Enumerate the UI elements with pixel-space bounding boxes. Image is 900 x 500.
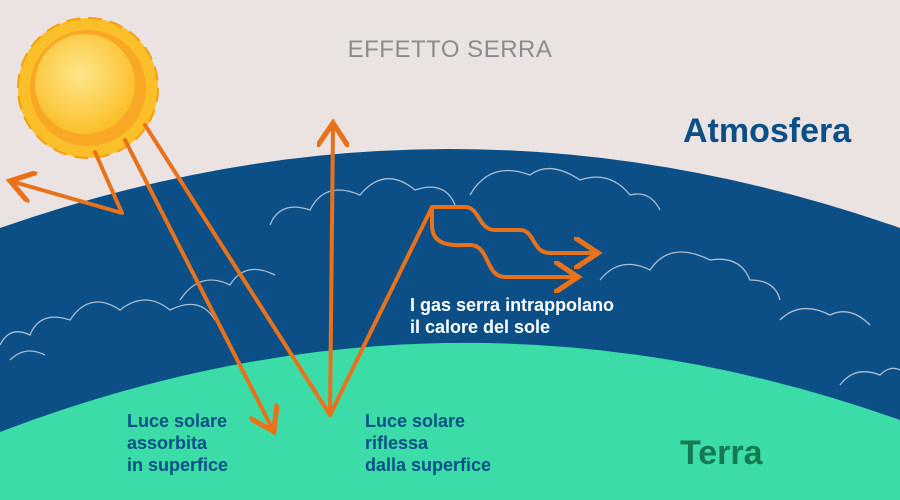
reflected-text-line: riflessa xyxy=(365,433,429,453)
trapped-heat-arrow-1 xyxy=(328,205,594,417)
reflected-atmosphere-arrow xyxy=(14,150,124,215)
absorbed-text: Luce solare assorbita in superfice xyxy=(127,410,228,476)
reflected-text-line: dalla superfice xyxy=(365,455,492,475)
earth-label: Terra xyxy=(680,434,763,472)
reflected-text: Luce solare riflessa dalla superfice xyxy=(365,410,491,476)
absorbed-arrow xyxy=(123,138,272,428)
clouds xyxy=(0,168,900,386)
sun-icon xyxy=(17,17,159,159)
atmosphere-label: Atmosfera xyxy=(683,112,852,150)
greenhouse-text-line: I gas serra intrappolano xyxy=(410,295,615,315)
greenhouse-text: I gas serra intrappolano il calore del s… xyxy=(410,294,614,338)
absorbed-text-line: assorbita xyxy=(127,433,208,453)
greenhouse-text-line: il calore del sole xyxy=(410,317,551,337)
absorbed-text-line: in superfice xyxy=(127,455,229,475)
reflected-text-line: Luce solare xyxy=(365,411,466,431)
absorbed-text-line: Luce solare xyxy=(127,411,228,431)
trapped-heat-arrow-2 xyxy=(430,205,574,277)
page-title: EFFETTO SERRA xyxy=(347,36,553,63)
earth-surface xyxy=(0,342,900,500)
arrows xyxy=(14,125,594,428)
